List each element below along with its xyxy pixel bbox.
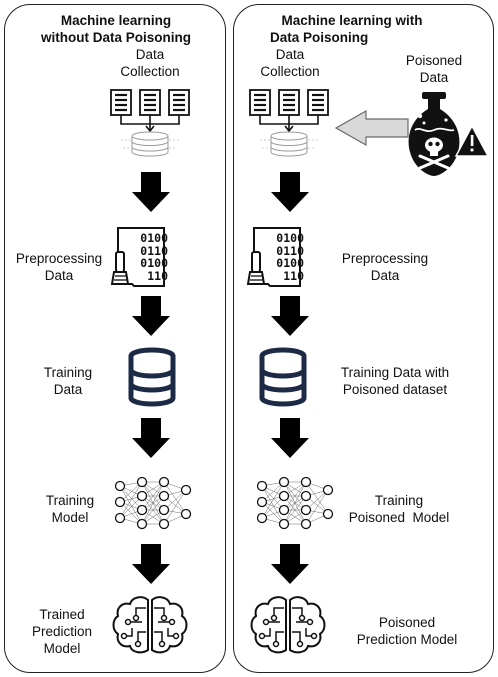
poisoned-data-line1: Poisoned: [405, 53, 463, 68]
right-training-data-line2: Poisoned dataset: [342, 382, 448, 397]
arrow-down-icon: [132, 172, 170, 212]
neural-network-icon: [114, 476, 192, 530]
right-training-model-line2: Poisoned Model: [348, 510, 450, 525]
binary-brush-icon: 0100 0110 0100 110: [247, 226, 308, 290]
binary-row: 110: [147, 268, 168, 283]
arrow-down-icon: [271, 418, 309, 458]
right-title-line2: Data Poisoning: [270, 30, 369, 45]
arrow-down-icon: [271, 172, 309, 212]
database-icon: [258, 348, 308, 410]
right-training-model-line1: Training: [374, 493, 424, 508]
left-training-model-line2: Model: [51, 510, 89, 525]
right-training-model-label: Training Poisoned Model: [340, 492, 458, 526]
binary-row: 0100: [140, 256, 168, 270]
left-training-data-line2: Data: [53, 382, 83, 397]
binary-row: 0100: [140, 231, 168, 245]
right-data-collection-label: Data Collection: [240, 46, 340, 80]
arrow-down-icon: [132, 418, 170, 458]
binary-row: 0110: [276, 243, 304, 258]
brain-circuit-icon: [250, 596, 326, 654]
left-training-model-label: Training Model: [30, 492, 110, 526]
poisoned-data-label: Poisoned Data: [394, 52, 474, 86]
poisoned-data-line2: Data: [419, 70, 449, 85]
binary-row: 0100: [276, 256, 304, 270]
arrow-down-icon: [132, 544, 170, 584]
right-poisoned-model-label: Poisoned Prediction Model: [346, 614, 468, 648]
left-preprocessing-label: Preprocessing Data: [6, 250, 112, 284]
left-preprocessing-line1: Preprocessing: [15, 251, 103, 266]
poison-flask-icon: [408, 92, 490, 176]
brain-circuit-icon: [112, 596, 188, 654]
binary-row: 0100: [276, 231, 304, 245]
right-preprocessing-line2: Data: [370, 268, 400, 283]
arrow-down-icon: [132, 296, 170, 336]
right-data-collection-line1: Data: [275, 47, 305, 62]
left-training-data-label: Training Data: [28, 364, 108, 398]
binary-brush-icon: 0100 0110 0100 110: [111, 226, 172, 290]
documents-database-icon: [109, 88, 191, 158]
right-training-data-line1: Training Data with: [340, 365, 450, 380]
right-panel-title: Machine learning with Data Poisoning: [242, 12, 462, 46]
right-poisoned-model-line2: Prediction Model: [356, 632, 458, 647]
left-data-collection-label: Data Collection: [100, 46, 200, 80]
binary-row: 0110: [140, 243, 168, 258]
right-title-line1: Machine learning with: [281, 13, 423, 28]
neural-network-icon: [256, 476, 334, 530]
arrow-down-icon: [271, 296, 309, 336]
left-preprocessing-line2: Data: [44, 268, 74, 283]
right-preprocessing-line1: Preprocessing: [341, 251, 429, 266]
left-panel-title: Machine learning without Data Poisoning: [8, 12, 224, 46]
database-icon: [127, 348, 177, 410]
right-poisoned-model-line1: Poisoned: [378, 615, 436, 630]
left-title-line2: without Data Poisoning: [41, 30, 191, 45]
left-data-collection-line2: Collection: [120, 64, 180, 79]
left-trained-model-line1: Trained: [39, 607, 85, 622]
left-data-collection-line1: Data: [135, 47, 165, 62]
binary-row: 110: [283, 268, 304, 283]
left-training-data-line1: Training: [43, 365, 93, 380]
documents-database-icon: [248, 88, 330, 158]
right-panel: [233, 4, 494, 673]
right-training-data-label: Training Data with Poisoned dataset: [322, 364, 468, 398]
arrow-left-icon: [334, 109, 409, 147]
left-training-model-line1: Training: [45, 493, 95, 508]
arrow-down-icon: [271, 544, 309, 584]
right-preprocessing-label: Preprocessing Data: [326, 250, 444, 284]
left-title-line1: Machine learning: [60, 13, 172, 28]
left-trained-model-label: Trained Prediction Model: [22, 606, 102, 657]
left-panel: [4, 4, 226, 673]
left-trained-model-line3: Model: [43, 641, 81, 656]
right-data-collection-line2: Collection: [260, 64, 320, 79]
left-trained-model-line2: Prediction: [31, 624, 93, 639]
